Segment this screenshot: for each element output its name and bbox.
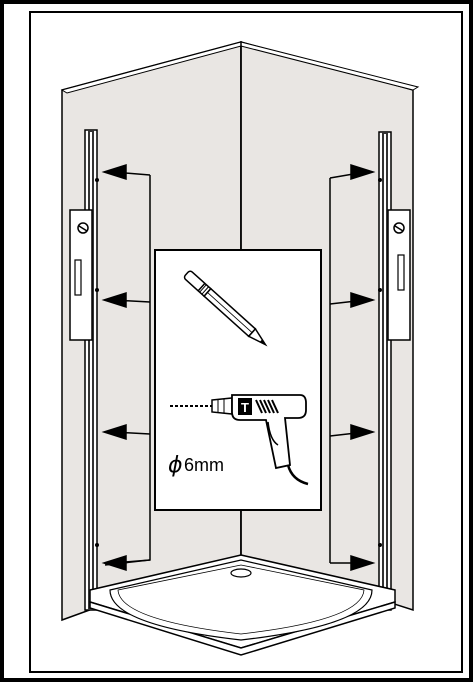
shower-tray [89,554,396,656]
left-wall-profile [69,129,99,611]
drain [230,568,252,578]
tool-panel: T ϕ 6mm [154,249,322,511]
arrow-head-right-4 [350,554,376,572]
drill-size-label: 6mm [184,455,224,475]
arrow-head-left-3 [101,423,127,441]
drill-badge-letter: T [241,400,249,415]
arrow-head-left-4 [101,554,127,572]
arrow-head-left-1 [101,163,127,181]
arrow-head-right-3 [350,423,376,441]
pencil-icon [183,270,268,347]
right-marking-arrows [329,163,376,572]
drill-icon: T [170,394,309,486]
arrow-head-right-2 [350,291,376,309]
arrow-head-right-1 [350,163,376,181]
right-wall-profile [378,131,411,611]
arrow-head-left-2 [101,291,127,309]
left-marking-arrows [101,163,151,572]
diameter-symbol: ϕ [168,453,183,478]
